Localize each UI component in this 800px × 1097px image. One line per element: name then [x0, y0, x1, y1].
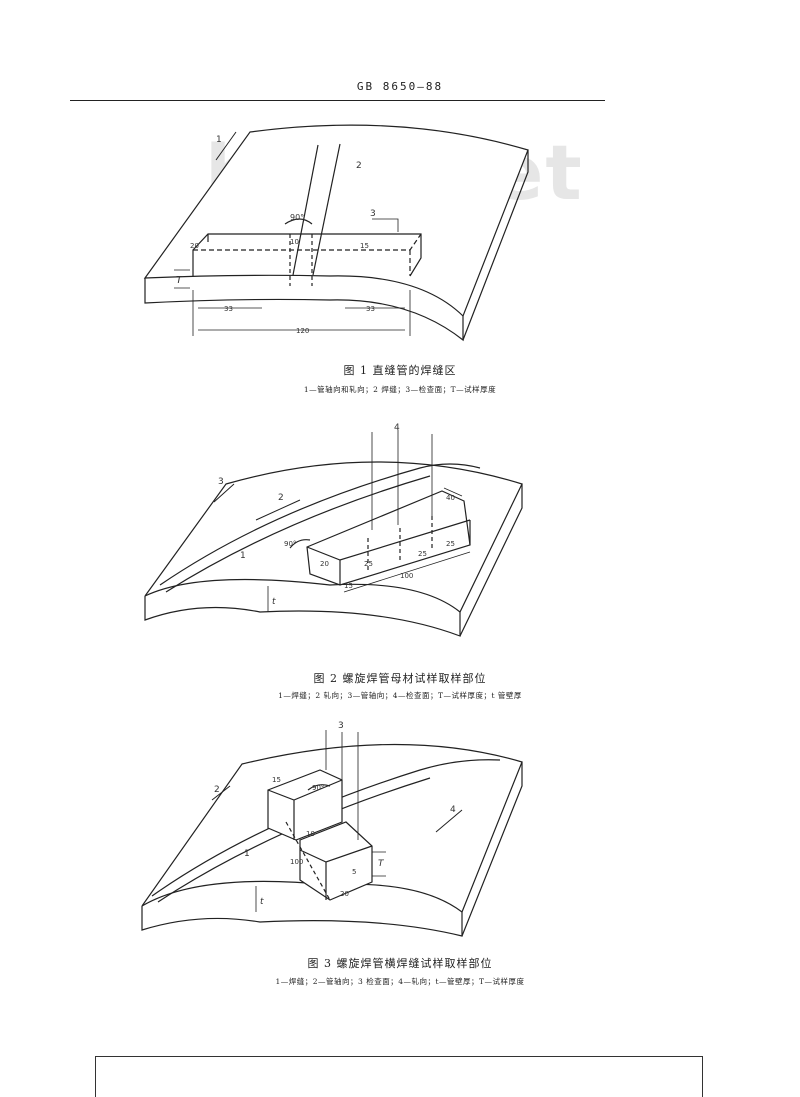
- fig3-dim-10: 10: [306, 830, 315, 838]
- fig1-label-3: 3: [370, 209, 376, 219]
- figure-1-title: 图 1 直缝管的焊缝区: [343, 364, 457, 377]
- fig1-label-1: 1: [216, 135, 222, 145]
- fig1-label-2: 2: [356, 161, 362, 171]
- fig2-label-3: 3: [218, 477, 224, 487]
- fig3-label-1: 1: [244, 849, 250, 859]
- fig3-dim-20: 20: [340, 890, 349, 898]
- standard-number: GB 8650—88: [356, 80, 444, 93]
- figure-2-drawing: 1 2 3 4 t 90° 20 15 25 25 25 100 40: [144, 423, 523, 637]
- figure-2-legend: 1—焊缝；2 轧向；3—管轴向；4—检查面；T—试样厚度；t 管壁厚: [278, 691, 522, 700]
- fig3-dim-15: 15: [272, 776, 281, 784]
- fig3-dim-100: 100: [290, 858, 303, 866]
- fig2-dim-20: 20: [320, 560, 329, 568]
- fig1-dim-10: 10: [290, 238, 299, 246]
- fig2-label-t: t: [272, 597, 276, 607]
- figure-3-legend: 1—焊缝；2—管轴向；3 检查面；4—轧向；t—管壁厚；T—试样厚度: [275, 977, 525, 986]
- fig2-dim-100: 100: [400, 572, 413, 580]
- fig2-dim-25a: 25: [364, 560, 373, 568]
- fig2-dim-25b: 25: [418, 550, 427, 558]
- fig1-dim-33b: 33: [366, 305, 375, 313]
- fig3-label-t: t: [260, 897, 264, 907]
- fig2-dim-40: 40: [446, 494, 455, 502]
- figure-3-drawing: 1 2 3 4 t T 90° 15 10 100 20 5: [141, 721, 523, 937]
- fig2-dim-15: 15: [344, 582, 353, 590]
- fig2-dim-25c: 25: [446, 540, 455, 548]
- fig3-label-2: 2: [214, 785, 220, 795]
- fig3-angle: 90°: [312, 784, 324, 792]
- figure-1-drawing: 1 2 3 T 90° 20 10 15 33 33 120: [143, 124, 529, 342]
- figure-1-legend: 1—管轴向和轧向；2 焊缝；3—检查面；T—试样厚度: [303, 385, 497, 394]
- fig2-angle: 90°: [284, 540, 296, 548]
- footer-frame: [95, 1056, 703, 1097]
- figure-3-title: 图 3 螺旋焊管横焊缝试样取样部位: [307, 957, 493, 970]
- fig3-dim-5: 5: [352, 868, 356, 876]
- fig2-label-1: 1: [240, 551, 246, 561]
- fig2-label-2: 2: [278, 493, 284, 503]
- fig1-dim-120: 120: [296, 327, 309, 335]
- fig3-label-T: T: [378, 859, 385, 869]
- figure-2-title: 图 2 螺旋焊管母材试样取样部位: [313, 672, 487, 685]
- fig1-dim-15: 15: [360, 242, 369, 250]
- fig2-label-4: 4: [394, 423, 400, 433]
- fig1-angle: 90°: [290, 213, 304, 222]
- header-rule: [70, 100, 605, 101]
- fig1-dim-33a: 33: [224, 305, 233, 313]
- fig1-dim-20: 20: [190, 242, 199, 250]
- fig1-label-T: T: [176, 275, 183, 286]
- fig3-label-3: 3: [338, 721, 344, 731]
- fig3-label-4: 4: [450, 805, 456, 815]
